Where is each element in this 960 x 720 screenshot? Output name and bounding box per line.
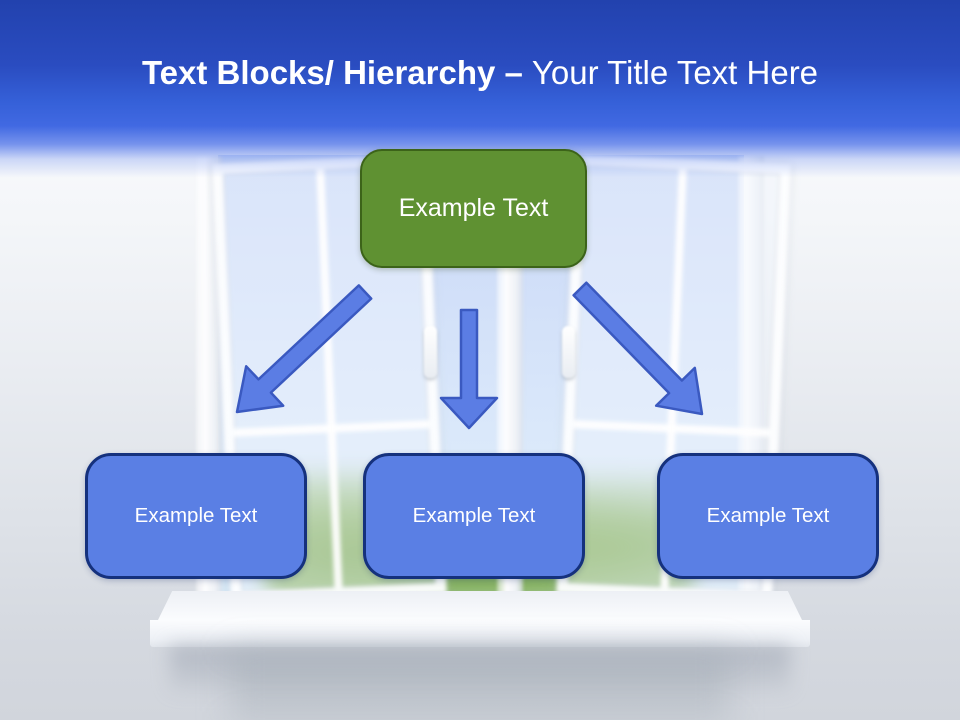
child-text-block-2-label: Example Text bbox=[412, 504, 536, 527]
slide-title-bold-text: Text Blocks/ Hierarchy – bbox=[141, 54, 523, 91]
window-handle-left bbox=[424, 326, 437, 378]
window-sill-front bbox=[150, 620, 810, 647]
window-sill-top bbox=[158, 591, 802, 620]
child-text-block-3-label: Example Text bbox=[706, 504, 830, 527]
wall-shadow bbox=[230, 650, 730, 720]
root-text-block-label: Example Text bbox=[398, 194, 549, 222]
arrow-down-left-icon bbox=[235, 284, 373, 414]
arrow-down-icon bbox=[439, 308, 499, 430]
window-sill-shadow bbox=[170, 645, 790, 691]
slide-title[interactable]: Text Blocks/ Hierarchy –Your Title Text … bbox=[0, 52, 960, 94]
root-text-block[interactable]: Example Text bbox=[360, 149, 587, 268]
child-text-block-3[interactable]: Example Text bbox=[657, 453, 879, 579]
arrow-down-right-icon bbox=[572, 281, 704, 416]
child-text-block-1-label: Example Text bbox=[134, 504, 258, 527]
child-text-block-2[interactable]: Example Text bbox=[363, 453, 585, 579]
slide-title-placeholder-text: Your Title Text Here bbox=[531, 54, 819, 91]
window-handle-right bbox=[562, 326, 575, 378]
child-text-block-1[interactable]: Example Text bbox=[85, 453, 307, 579]
